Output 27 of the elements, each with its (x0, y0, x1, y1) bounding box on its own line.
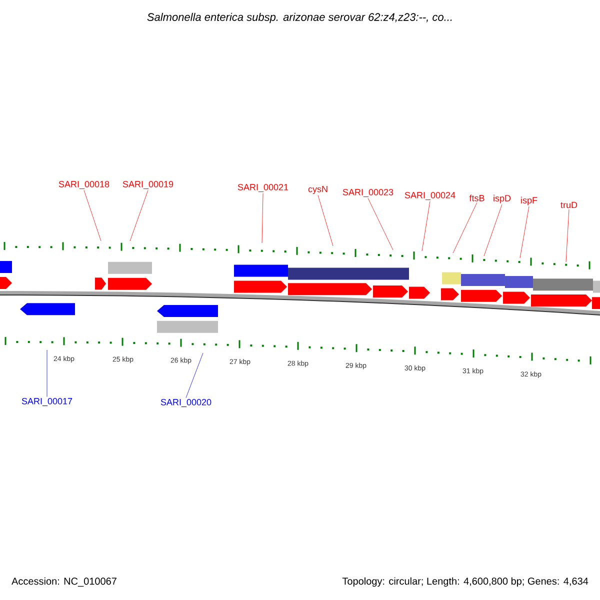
gene-label: SARI_00023 (342, 188, 394, 198)
leader-line (422, 201, 430, 252)
gene-label: SARI_00018 (58, 180, 110, 190)
gene-label: SARI_00019 (122, 180, 174, 190)
leader-line (262, 193, 264, 244)
gene-label: SARI_00017 (22, 398, 72, 406)
gene-label: truD (560, 202, 578, 208)
leader-line (566, 209, 570, 262)
leader-line (84, 190, 102, 242)
leader-line (46, 350, 48, 397)
gene-label: ftsB (469, 194, 484, 202)
gene-label: ispF (521, 196, 538, 206)
leader-line (318, 195, 334, 246)
leader-line (186, 352, 204, 398)
gene-label: ispD (494, 194, 511, 204)
leader-line (520, 206, 530, 258)
gene-label: SARI_00021 (238, 184, 288, 192)
gene-label: SARI_00020 (160, 398, 212, 408)
leader-line (130, 190, 148, 242)
leader-line (484, 204, 502, 256)
leader-line (368, 198, 394, 250)
accession-text: Accession: NC_010067 (12, 577, 116, 587)
title: Salmonella enterica subsp. arizonae serovar 62:z4,z23:--, co... (147, 12, 452, 24)
genome-info-text: Topology: circular; Length: 4,600,800 bp; Genes: 4,634 (342, 577, 588, 587)
gene-label: SARI_00024 (404, 192, 456, 200)
gene-label: cysN (308, 186, 328, 194)
leader-line (452, 202, 478, 254)
